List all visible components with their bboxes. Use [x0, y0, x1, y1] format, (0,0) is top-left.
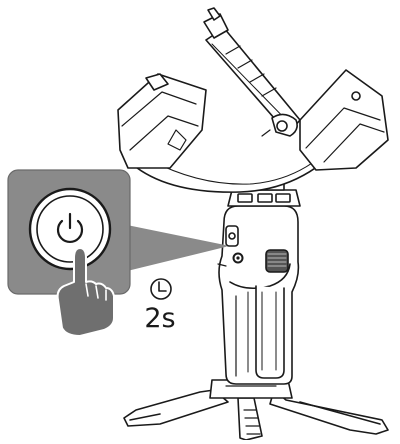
pressing-finger-icon	[56, 247, 115, 337]
tripod-base	[123, 379, 389, 441]
gimbal-tilt-motor-left	[117, 73, 207, 169]
power-button	[28, 187, 112, 271]
gimbal-handle	[217, 205, 300, 385]
gimbal-tilt-motor-right	[299, 69, 389, 171]
callout-pointer	[127, 225, 227, 271]
clock-icon	[150, 278, 172, 300]
hold-duration-label: 2s	[144, 303, 176, 334]
gimbal-camera-plate	[203, 7, 301, 137]
power-button-callout	[7, 169, 131, 337]
power-icon	[56, 212, 84, 243]
